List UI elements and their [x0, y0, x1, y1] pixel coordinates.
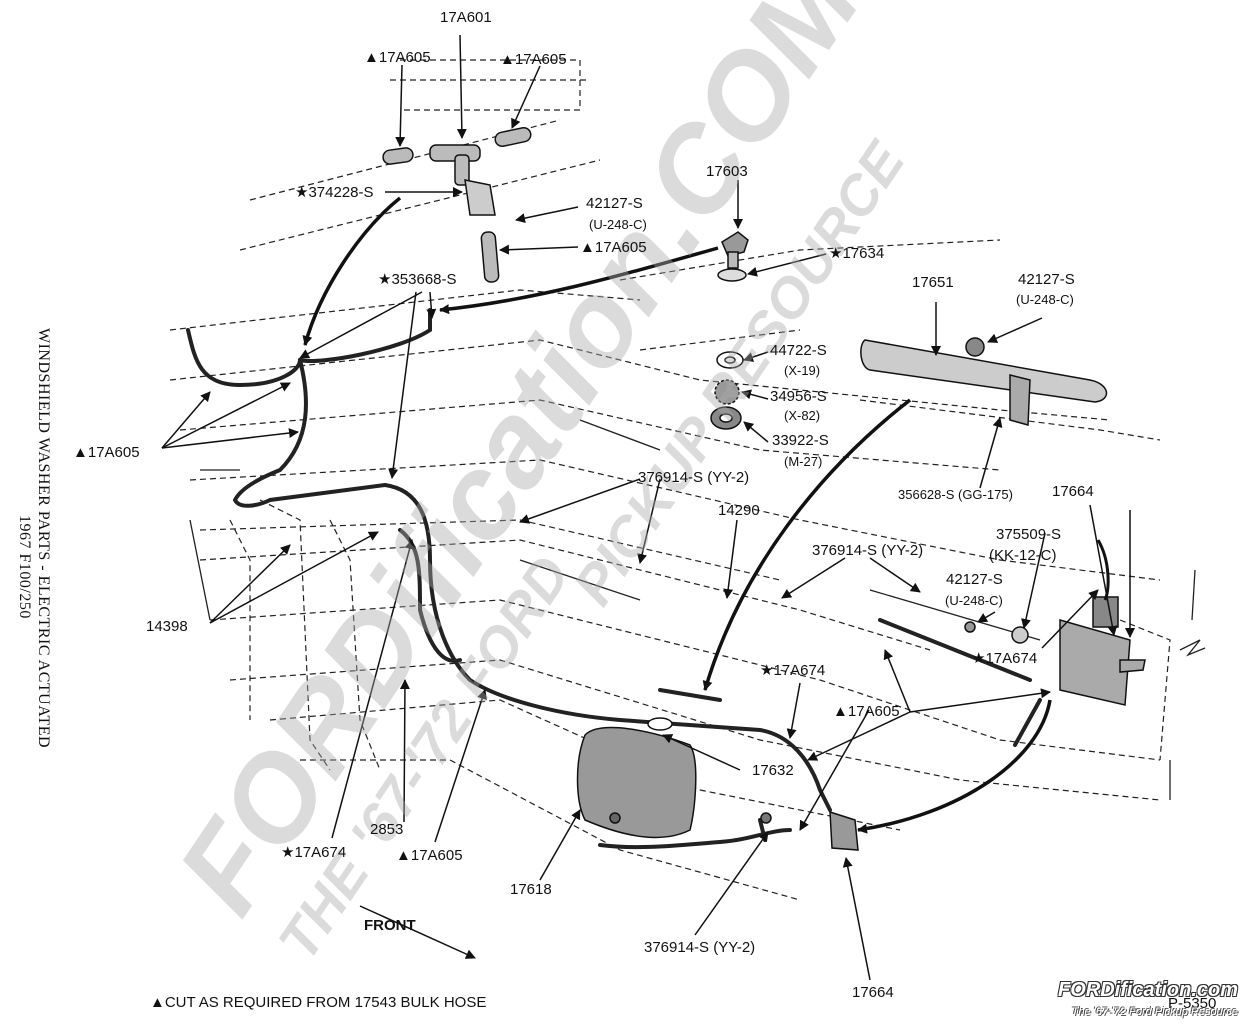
label-17603: 17603 [706, 163, 748, 180]
label-42127-s-lower: 42127-S [946, 571, 1003, 588]
label-17618: 17618 [510, 881, 552, 898]
washer-pump-upper [964, 539, 1146, 706]
label-2853: 2853 [370, 821, 404, 838]
label-376914-s-center: 376914-S (YY-2) [638, 469, 750, 486]
site-logo: FORDification.com [1057, 979, 1238, 1001]
label-356628-s: 356628-S (GG-175) [898, 487, 1013, 502]
label-x19: (X-19) [784, 363, 821, 378]
label-u248c-lower: (U-248-C) [945, 593, 1003, 608]
label-17a605-bottom: ▲17A605 [396, 847, 463, 864]
label-u248c-right: (U-248-C) [1016, 292, 1074, 307]
label-353668-s: ★353668-S [378, 271, 457, 288]
label-376914-s-right: 376914-S (YY-2) [812, 542, 924, 559]
tee-connector [382, 126, 532, 283]
label-17634: ★17634 [829, 245, 885, 262]
label-42127-s-right: 42127-S [1018, 271, 1075, 288]
bracket-17651 [860, 337, 1108, 426]
label-17a605-left: ▲17A605 [73, 444, 140, 461]
label-kk12c: (KK-12-C) [989, 547, 1057, 564]
footnote-bulk-hose: ▲CUT AS REQUIRED FROM 17543 BULK HOSE [150, 994, 487, 1011]
site-logo-tagline: The '67-'72 Ford Pickup Resource [1071, 1006, 1238, 1018]
washer-pump-lower [760, 810, 859, 851]
label-17632: 17632 [752, 762, 794, 779]
washer-reservoir [576, 717, 697, 839]
side-title-line1: WINDSHIELD WASHER PARTS - ELECTRIC ACTUA… [35, 328, 52, 749]
label-17a605-top-right: ▲17A605 [500, 51, 567, 68]
label-17a674-right: ★17A674 [972, 650, 1038, 667]
label-u248c-top: (U-248-C) [589, 217, 647, 232]
label-42127-s-top: 42127-S [586, 195, 643, 212]
label-17a674-center: ★17A674 [760, 662, 826, 679]
label-17664-lower: 17664 [852, 984, 894, 1001]
label-33922-s: 33922-S [772, 432, 829, 449]
body-solid-edges [189, 419, 1206, 800]
side-title-line2: 1967 F100/250 [16, 515, 33, 619]
label-14398: 14398 [146, 618, 188, 635]
plate-number: P-5350 [1168, 995, 1217, 1012]
label-34956-s: 34956-S [770, 388, 827, 405]
label-x82: (X-82) [784, 408, 821, 423]
label-374228-s: ★374228-S [295, 184, 374, 201]
label-376914-s-bottom: 376914-S (YY-2) [644, 939, 756, 956]
label-17a605-right: ▲17A605 [833, 703, 900, 720]
label-m27: (M-27) [784, 454, 823, 469]
washer-hoses [186, 308, 1042, 850]
label-14290: 14290 [718, 502, 760, 519]
label-375509-s: 375509-S [996, 526, 1062, 543]
label-17a601: 17A601 [440, 9, 492, 26]
nozzle-stack [710, 231, 749, 430]
label-17a605-top-left: ▲17A605 [364, 49, 431, 66]
label-17a605-mid: ▲17A605 [580, 239, 647, 256]
label-44722-s: 44722-S [770, 342, 827, 359]
label-17a674-left: ★17A674 [281, 844, 347, 861]
leader-lines [161, 34, 1135, 981]
label-17664-upper: 17664 [1052, 483, 1094, 500]
label-front: FRONT [364, 917, 416, 934]
label-17651: 17651 [912, 274, 954, 291]
assembly-arrows [302, 196, 1052, 834]
